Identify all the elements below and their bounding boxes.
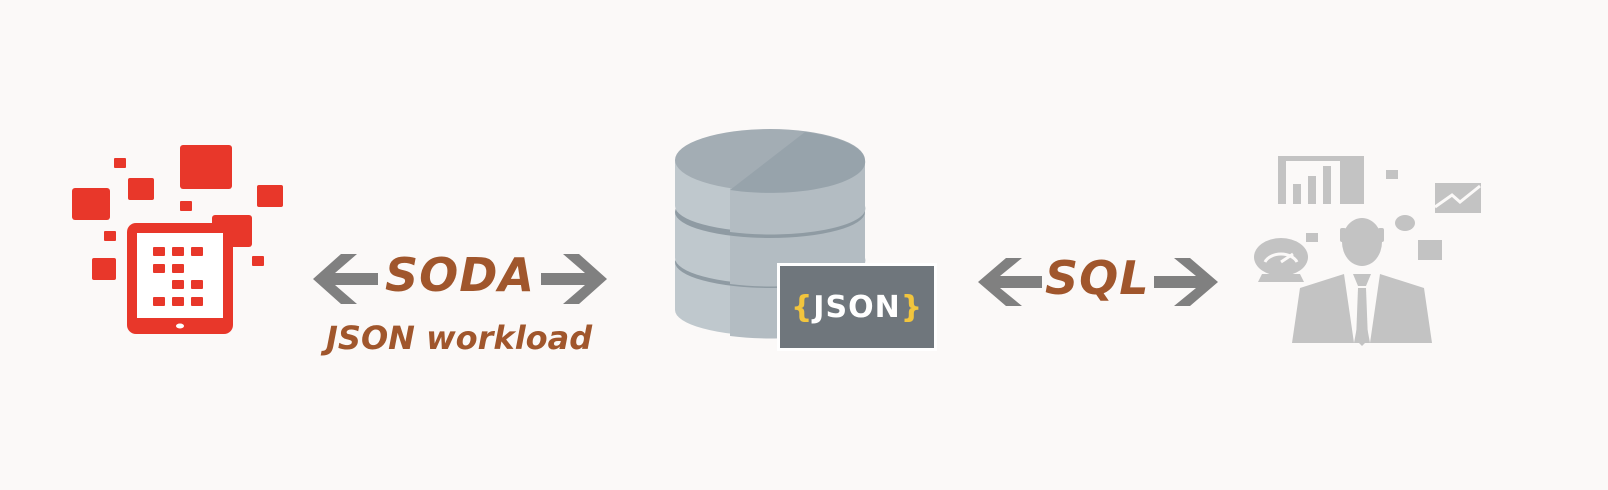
soda-label: SODA bbox=[385, 248, 536, 302]
pixel-square bbox=[252, 256, 264, 266]
person-head bbox=[1342, 218, 1382, 266]
pixel-square bbox=[257, 185, 283, 207]
json-open-brace: { bbox=[790, 289, 814, 325]
pixel-square bbox=[92, 258, 116, 280]
line-chart-icon bbox=[1434, 183, 1481, 213]
sql-right-arrow-icon bbox=[1154, 258, 1218, 306]
tablet-home-button bbox=[176, 323, 184, 329]
gauge-icon bbox=[1254, 238, 1308, 282]
pixel-square bbox=[72, 188, 110, 220]
json-badge: { JSON } bbox=[777, 263, 937, 351]
pixel-square bbox=[104, 231, 116, 241]
pixel-square bbox=[180, 201, 192, 211]
json-close-brace: } bbox=[900, 289, 924, 325]
soda-right-arrow-icon bbox=[541, 254, 607, 304]
sql-label: SQL bbox=[1045, 251, 1150, 305]
pixel-square bbox=[128, 178, 154, 200]
bar-chart-icon bbox=[1278, 156, 1364, 204]
json-badge-label: JSON bbox=[813, 289, 901, 325]
json-workload-label: JSON workload bbox=[326, 319, 593, 357]
pixel-square bbox=[114, 158, 126, 168]
soda-left-arrow-icon bbox=[313, 254, 378, 304]
sql-left-arrow-icon bbox=[978, 258, 1042, 306]
pixel-square bbox=[180, 145, 232, 189]
